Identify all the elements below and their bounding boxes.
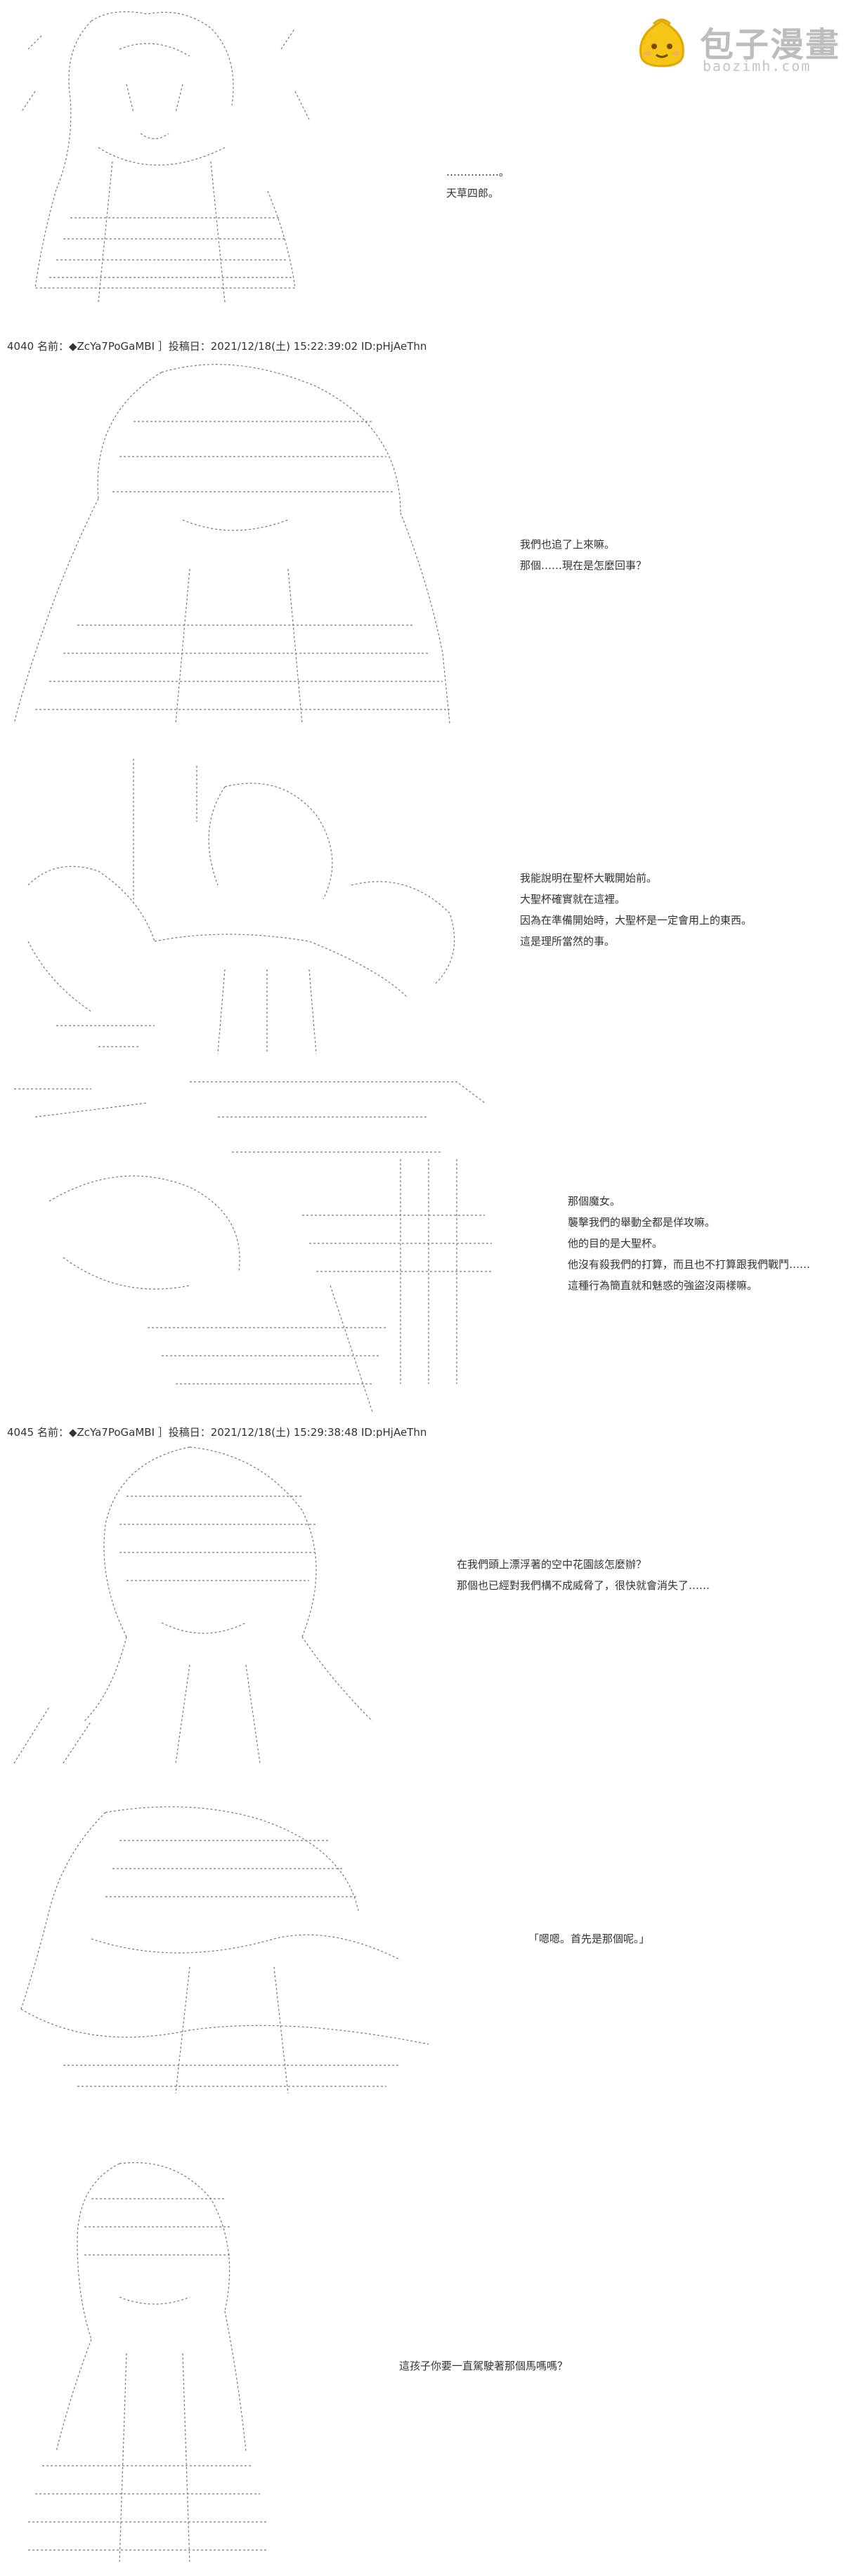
bun-mascot-icon bbox=[639, 18, 684, 67]
watermark-logo: 包子漫畫 baozimh.com bbox=[632, 14, 843, 77]
dialogue-line: 他的目的是大聖杯。 bbox=[568, 1237, 663, 1250]
dialogue-line: 這孩子你要一直駕駛著那個馬嗎嗎？ bbox=[399, 2360, 568, 2372]
dialogue-line: 那個……現在是怎麼回事？ bbox=[520, 559, 647, 572]
ascii-art-panel-6 bbox=[7, 1798, 443, 2100]
dialogue-panel-1: ……………。 天草四郎。 bbox=[446, 162, 509, 204]
dialogue-panel-4: 那個魔女。 襲擊我們的舉動全都是佯攻嘛。 他的目的是大聖杯。 他沒有殺我們的打算… bbox=[568, 1191, 810, 1296]
dialogue-panel-7: 這孩子你要一直駕駛著那個馬嗎嗎？ bbox=[399, 2355, 568, 2376]
dialogue-line: 「嗯嗯。首先是那個呢。」 bbox=[528, 1933, 650, 1945]
dialogue-line: 大聖杯確實就在這裡。 bbox=[520, 893, 626, 905]
dialogue-line: 那個也已經對我們構不成威脅了，很快就會消失了…… bbox=[457, 1579, 710, 1592]
dialogue-panel-5: 在我們頭上漂浮著的空中花園該怎麼辦？ 那個也已經對我們構不成威脅了，很快就會消失… bbox=[457, 1554, 710, 1596]
dialogue-line: 這種行為簡直就和魅惑的強盜沒兩樣嘛。 bbox=[568, 1279, 758, 1292]
dialogue-line: 在我們頭上漂浮著的空中花園該怎麼辦？ bbox=[457, 1558, 647, 1571]
watermark-name: 包子漫畫 bbox=[700, 25, 841, 65]
ascii-art-panel-5 bbox=[7, 1440, 386, 1770]
dialogue-line: 襲擊我們的舉動全都是佯攻嘛。 bbox=[568, 1216, 716, 1229]
dialogue-panel-3: 我能說明在聖杯大戰開始前。 大聖杯確實就在這裡。 因為在準備開始時，大聖杯是一定… bbox=[520, 868, 752, 952]
dialogue-line: 天草四郎。 bbox=[446, 187, 500, 200]
post-header-4045: 4045 名前：◆ZcYa7PoGaMBI ］投稿日：2021/12/18(土)… bbox=[7, 1426, 427, 1439]
ascii-art-panel-1 bbox=[14, 7, 316, 337]
dialogue-line: 他沒有殺我們的打算，而且也不打算跟我們戰鬥…… bbox=[568, 1258, 811, 1271]
ascii-art-panel-7 bbox=[14, 2157, 274, 2571]
dialogue-line: 我們也追了上來嘛。 bbox=[520, 538, 616, 551]
dialogue-line: 這是理所當然的事。 bbox=[520, 935, 616, 948]
dialogue-line: ……………。 bbox=[446, 166, 510, 178]
dialogue-line: 我能說明在聖杯大戰開始前。 bbox=[520, 872, 658, 884]
dialogue-panel-2: 我們也追了上來嘛。 那個……現在是怎麼回事？ bbox=[520, 534, 646, 576]
dialogue-panel-6: 「嗯嗯。首先是那個呢。」 bbox=[528, 1928, 650, 1949]
ascii-art-panel-3 bbox=[14, 759, 471, 1061]
ascii-art-panel-4 bbox=[7, 1075, 499, 1419]
post-header-4040: 4040 名前：◆ZcYa7PoGaMBI ］投稿日：2021/12/18(土)… bbox=[7, 340, 427, 353]
dialogue-line: 那個魔女。 bbox=[568, 1195, 621, 1208]
dialogue-line: 因為在準備開始時，大聖杯是一定會用上的東西。 bbox=[520, 914, 753, 927]
ascii-art-panel-2 bbox=[7, 358, 457, 738]
watermark-url: baozimh.com bbox=[703, 58, 812, 74]
